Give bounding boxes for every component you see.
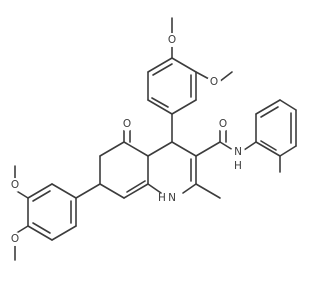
bond — [171, 57, 197, 73]
bond — [195, 71, 210, 80]
bond — [51, 225, 77, 241]
bond — [27, 183, 53, 199]
bond — [255, 141, 281, 157]
bond — [255, 99, 281, 115]
bond — [126, 180, 146, 193]
bond — [99, 141, 125, 157]
atom-label-oxygen: O — [123, 118, 131, 130]
atom-label-nitrogen: N — [234, 146, 242, 158]
bond — [151, 97, 169, 108]
bond — [147, 57, 173, 73]
bond — [99, 183, 125, 199]
bond — [27, 225, 53, 241]
bond — [32, 222, 51, 234]
bond — [147, 141, 173, 157]
molecule-structure: O O O O N H O O N H — [8, 17, 297, 261]
bond — [218, 71, 233, 83]
bond — [123, 141, 149, 157]
bond — [279, 99, 297, 111]
bond — [195, 183, 221, 199]
atom-label-oxygen: O — [210, 76, 218, 88]
bond — [51, 183, 77, 199]
atom-label-oxygen: O — [11, 179, 19, 191]
bond — [260, 140, 277, 151]
bond — [147, 99, 173, 115]
atom-label-nitrogen: N — [168, 192, 176, 204]
atom-label-hydrogen: H — [158, 192, 166, 204]
bond — [147, 183, 162, 194]
bond — [260, 106, 279, 118]
bond-layer — [14, 17, 297, 261]
bond — [123, 183, 149, 199]
bond — [195, 141, 221, 157]
bond — [279, 145, 297, 157]
bond — [171, 141, 197, 157]
bond — [219, 141, 234, 151]
atom-label-oxygen: O — [11, 233, 19, 245]
bond — [182, 183, 197, 194]
bond — [32, 190, 51, 202]
bond — [171, 99, 197, 115]
bond — [152, 63, 173, 76]
bond — [75, 183, 101, 199]
atom-label-layer: O O O O N H O O N H — [8, 33, 245, 246]
atom-label-oxygen: O — [168, 34, 176, 46]
bond — [243, 141, 257, 151]
atom-label-oxygen: O — [219, 118, 227, 130]
atom-label-hydrogen: H — [234, 160, 242, 172]
